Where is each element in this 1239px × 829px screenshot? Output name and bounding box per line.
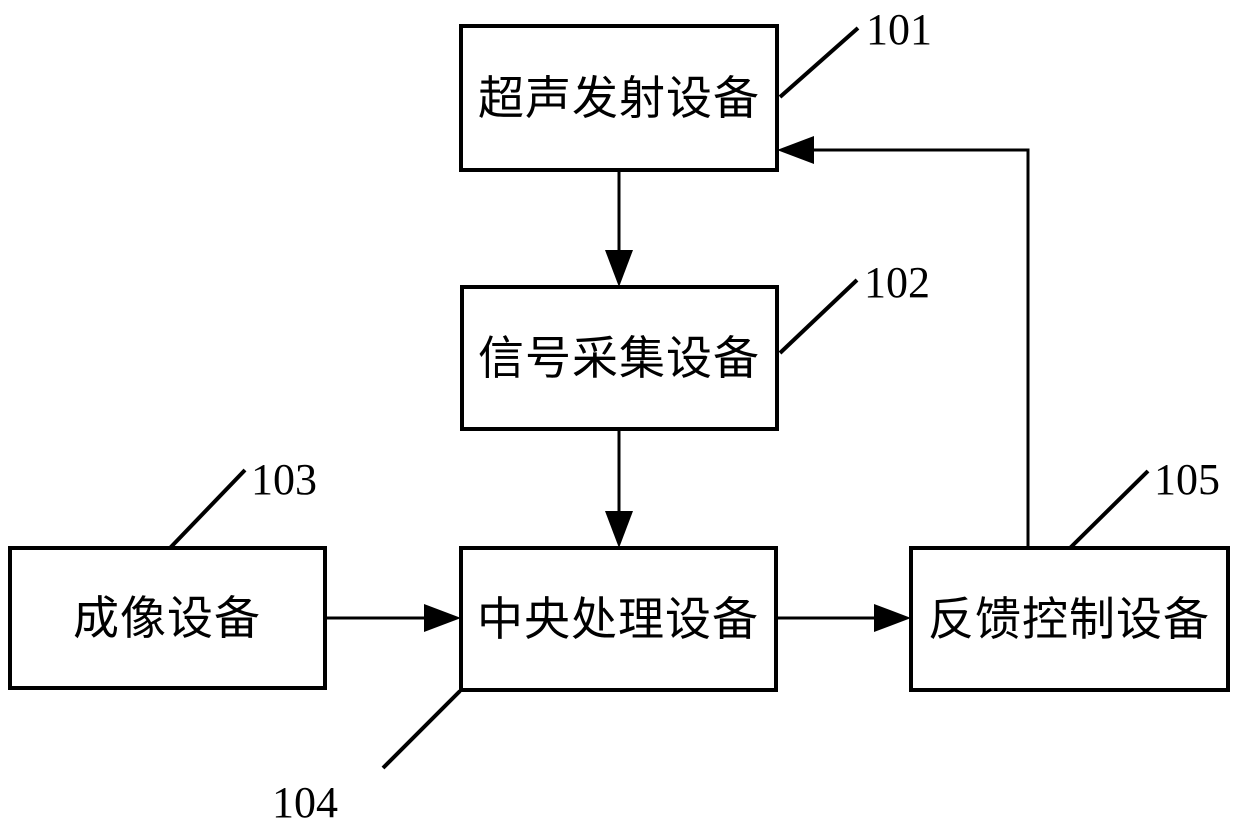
arrowhead-down-icon — [605, 250, 633, 287]
node-label-104: 中央处理设备 — [477, 592, 759, 646]
arrowhead-left-icon — [777, 136, 814, 164]
node-box-102 — [460, 285, 779, 431]
arrow-104-to-105 — [776, 604, 911, 632]
node-imaging-device: 成像设备 — [8, 546, 327, 690]
feedback-shaft — [812, 148, 1030, 548]
ref-numeral-102: 102 — [864, 258, 930, 307]
leader-line-103 — [168, 468, 247, 550]
ref-numeral-103: 103 — [251, 455, 317, 504]
node-central-processing-device: 中央处理设备 — [459, 546, 778, 692]
node-signal-acquisition-device: 信号采集设备 — [460, 285, 779, 431]
arrow-102-to-104 — [605, 429, 633, 548]
leader-line-105 — [1068, 469, 1150, 550]
node-label-102: 信号采集设备 — [478, 331, 760, 385]
node-label-103: 成像设备 — [73, 591, 261, 645]
node-box-101 — [459, 24, 779, 172]
node-label-101: 超声发射设备 — [478, 71, 760, 125]
arrow-105-to-101-feedback — [777, 136, 1030, 548]
leader-line-102 — [778, 278, 859, 355]
arrowhead-right-icon — [424, 604, 461, 632]
arrow-101-to-102 — [605, 170, 633, 287]
node-box-104 — [459, 546, 778, 692]
node-ultrasound-transmit-device: 超声发射设备 — [459, 24, 779, 172]
node-box-103 — [8, 546, 327, 690]
node-feedback-control-device: 反馈控制设备 — [909, 546, 1230, 692]
arrow-103-to-104 — [325, 604, 461, 632]
ref-numeral-101: 101 — [866, 5, 932, 54]
node-box-105 — [909, 546, 1230, 692]
node-label-105: 反馈控制设备 — [928, 592, 1210, 646]
arrowhead-down-icon — [605, 511, 633, 548]
leader-line-104 — [381, 689, 462, 770]
arrowhead-right-icon — [874, 604, 911, 632]
leader-line-101 — [778, 26, 860, 99]
ref-numeral-105: 105 — [1154, 455, 1220, 504]
ref-numeral-104: 104 — [272, 778, 338, 827]
